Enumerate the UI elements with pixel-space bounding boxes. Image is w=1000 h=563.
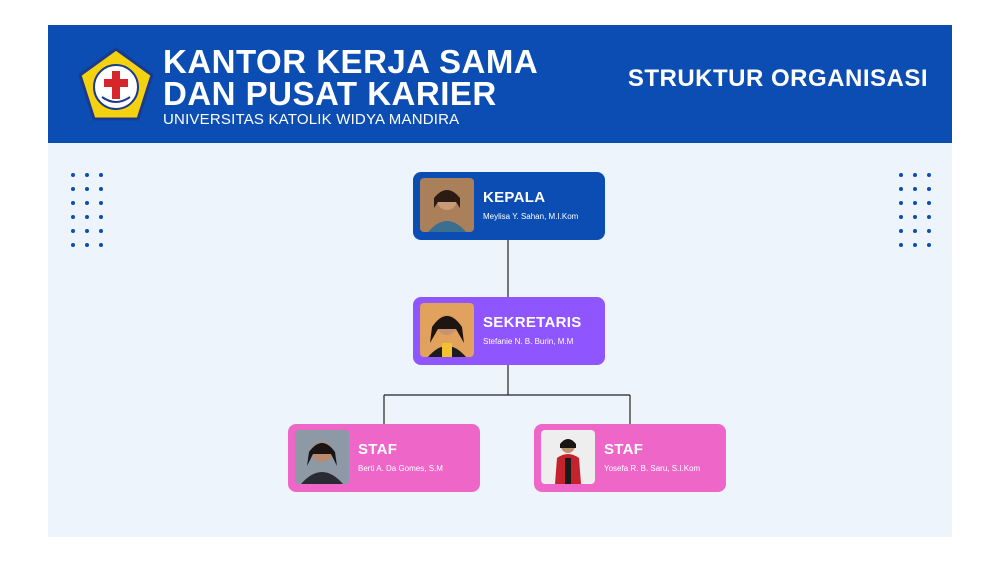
decorative-dots-left [71, 173, 103, 247]
person-photo-staff-1 [295, 430, 349, 484]
university-logo [78, 47, 154, 121]
org-node-secretary: SEKRETARIS Stefanie N. B. Burin, M.M [413, 297, 605, 365]
staff-1-role: STAF [358, 441, 398, 458]
page-title: STRUKTUR ORGANISASI [627, 65, 928, 92]
org-chart-card: KANTOR KERJA SAMA DAN PUSAT KARIER UNIVE… [48, 25, 952, 537]
head-name: Meylisa Y. Sahan, M.I.Kom [483, 212, 579, 221]
org-node-staff-2: STAF Yosefa R. B. Saru, S.I.Kom [534, 424, 726, 492]
staff-2-name: Yosefa R. B. Saru, S.I.Kom [604, 464, 701, 473]
header-subtitle: UNIVERSITAS KATOLIK WIDYA MANDIRA [163, 111, 460, 128]
header-banner: KANTOR KERJA SAMA DAN PUSAT KARIER UNIVE… [48, 25, 952, 143]
staff-1-name: Berti A. Da Gomes, S.M [358, 464, 443, 473]
decorative-dots-right [899, 173, 931, 247]
org-node-staff-1: STAF Berti A. Da Gomes, S.M [288, 424, 480, 492]
secretary-role: SEKRETARIS [483, 314, 582, 331]
person-photo-secretary [420, 303, 474, 357]
staff-2-role: STAF [604, 441, 644, 458]
person-photo-staff-2 [541, 430, 595, 484]
secretary-name: Stefanie N. B. Burin, M.M [483, 337, 574, 346]
org-node-head: KEPALA Meylisa Y. Sahan, M.I.Kom [413, 172, 605, 240]
person-photo-head [420, 178, 474, 232]
header-title-line2: DAN PUSAT KARIER [163, 75, 497, 112]
org-connectors [383, 240, 631, 424]
head-role: KEPALA [483, 189, 546, 206]
header-title-line1: KANTOR KERJA SAMA [163, 43, 539, 80]
